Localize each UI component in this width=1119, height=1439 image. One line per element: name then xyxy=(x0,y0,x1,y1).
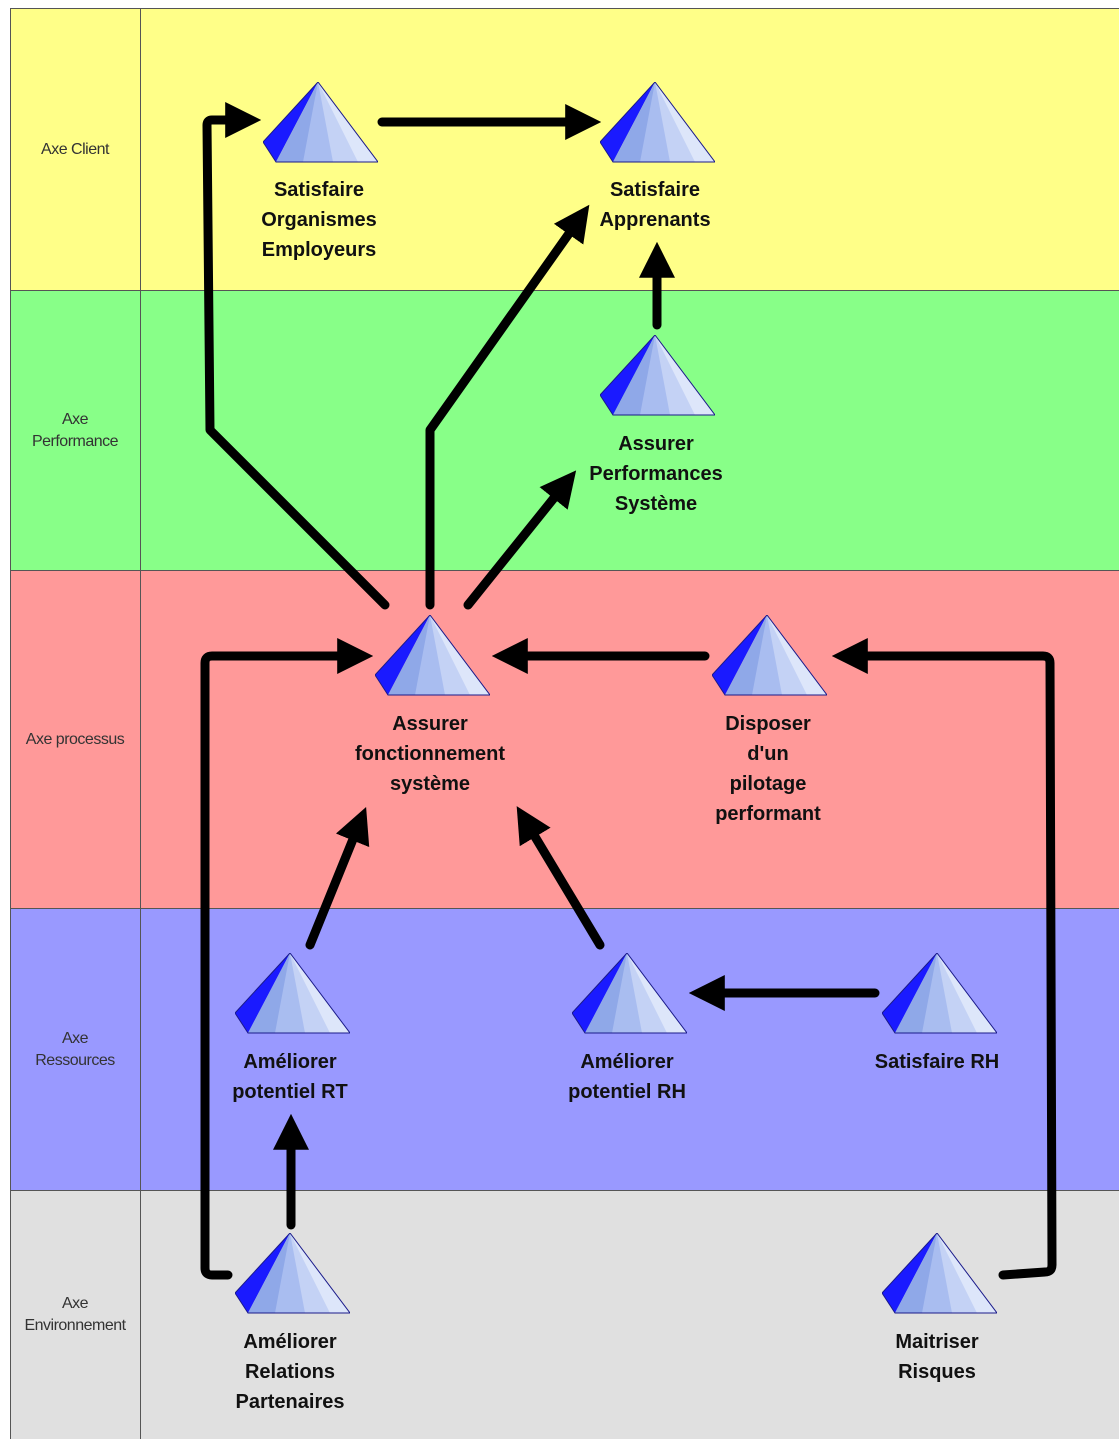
node-assurer-performances[interactable]: Assurer Performances Système xyxy=(556,429,756,519)
arrow-fonctionnement-to-apprenants xyxy=(425,204,590,610)
pyramid-icon xyxy=(712,615,827,696)
arrow-fonctionnement-to-organismes xyxy=(202,102,390,610)
pyramid-icon xyxy=(263,82,378,163)
node-label: Améliorer potentiel RH xyxy=(568,1051,686,1103)
pyramid-icon xyxy=(600,82,715,163)
lane-label-client: Axe Client xyxy=(10,9,141,290)
arrow-rh-to-fonctionnement xyxy=(516,806,605,950)
pyramid-icon xyxy=(235,953,350,1034)
node-satisfaire-organismes[interactable]: Satisfaire Organismes Employeurs xyxy=(219,175,419,265)
lane-label-ressources: Axe Ressources xyxy=(10,909,141,1190)
lane-label-performance: Axe Performance xyxy=(10,291,141,570)
node-label: Satisfaire Apprenants xyxy=(599,179,711,231)
node-maitriser-risques[interactable]: Maitriser Risques xyxy=(837,1327,1037,1387)
node-satisfaire-rh[interactable]: Satisfaire RH xyxy=(837,1047,1037,1077)
pyramid-icon xyxy=(572,953,687,1034)
node-label: Satisfaire RH xyxy=(874,1051,1000,1073)
lane-axe-ressources: Axe Ressources xyxy=(10,908,1119,1190)
node-label: Satisfaire Organismes Employeurs xyxy=(261,179,377,261)
node-label: Assurer Performances Système xyxy=(589,433,723,515)
pyramid-icon xyxy=(882,953,997,1034)
pyramid-icon xyxy=(235,1233,350,1314)
node-assurer-fonctionnement[interactable]: Assurer fonctionnement système xyxy=(330,709,530,799)
pyramid-icon xyxy=(882,1233,997,1314)
node-ameliorer-rt[interactable]: Améliorer potentiel RT xyxy=(190,1047,390,1107)
arrow-rt-to-fonctionnement xyxy=(305,806,370,950)
node-label: Disposer d'un pilotage performant xyxy=(715,713,821,825)
node-satisfaire-apprenants[interactable]: Satisfaire Apprenants xyxy=(555,175,755,235)
lane-axe-performance: Axe Performance xyxy=(10,290,1119,570)
arrow-fonctionnement-to-performances xyxy=(463,470,577,610)
node-label: Améliorer Relations Partenaires xyxy=(235,1331,345,1413)
lane-label-processus: Axe processus xyxy=(10,571,141,908)
pyramid-icon xyxy=(600,335,715,416)
lane-label-environnement: Axe Environnement xyxy=(10,1191,141,1439)
node-label: Maitriser Risques xyxy=(895,1331,979,1383)
lane-axe-environnement: Axe Environnement xyxy=(10,1190,1119,1439)
node-disposer-pilotage[interactable]: Disposer d'un pilotage performant xyxy=(668,709,868,829)
node-label: Assurer fonctionnement système xyxy=(355,713,505,795)
arrow-risques-to-pilotage xyxy=(831,638,1057,1280)
lane-axe-processus: Axe processus xyxy=(10,570,1119,908)
pyramid-icon xyxy=(375,615,490,696)
node-ameliorer-relations[interactable]: Améliorer Relations Partenaires xyxy=(190,1327,390,1417)
node-ameliorer-rh[interactable]: Améliorer potentiel RH xyxy=(527,1047,727,1107)
arrow-relations-to-fonctionnement xyxy=(200,638,374,1280)
node-label: Améliorer potentiel RT xyxy=(232,1051,348,1103)
